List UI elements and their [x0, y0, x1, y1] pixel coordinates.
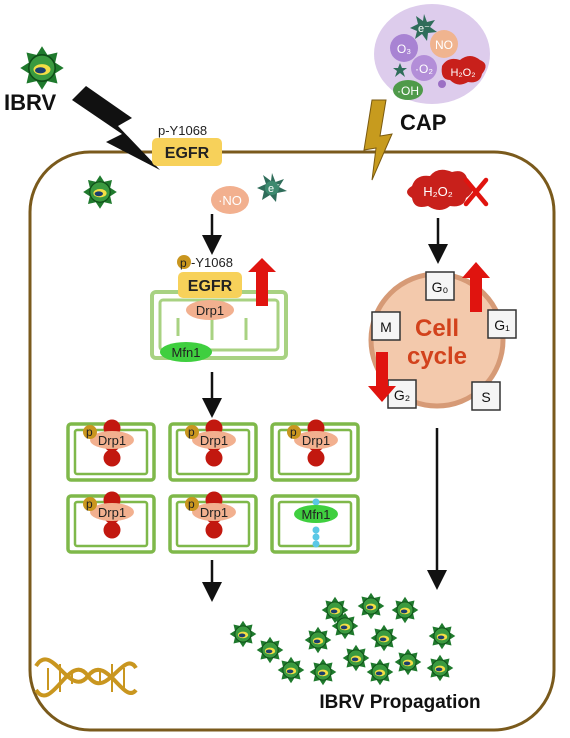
- mito-fission-4: [66, 491, 156, 554]
- phase-g2-box: [387, 379, 417, 409]
- cap-species-group: e⁻ O₃ NO ·O₂ H₂O₂ ·OH: [390, 14, 486, 100]
- p-label-5: p: [188, 497, 195, 511]
- egfr-receptor-mid: [178, 272, 242, 298]
- virus-icon: [229, 620, 257, 648]
- virus-icon: [426, 654, 454, 682]
- increase-arrow-g0: [462, 262, 490, 312]
- virus-icon: [357, 592, 385, 620]
- cell-cycle-text-2: cycle: [407, 343, 467, 370]
- phase-m-box: [371, 311, 401, 341]
- cap-lightning-icon: [363, 99, 393, 181]
- p-label-mid: p: [180, 256, 187, 270]
- p-label-1: p: [86, 425, 93, 439]
- small-star-icon: [393, 63, 407, 77]
- virus-icon: [309, 658, 337, 686]
- mfn1-label-grid: Mfn1: [302, 507, 331, 522]
- virus-icon: [331, 612, 359, 640]
- ozone-bubble: [390, 34, 418, 62]
- virus-icon: [391, 596, 419, 624]
- cell-cycle-text-1: Cell: [415, 315, 459, 342]
- no-radical-label: ·NO: [218, 193, 242, 208]
- virus-icon: [304, 626, 332, 654]
- virus-icon: [277, 656, 305, 684]
- superoxide-label: ·O₂: [415, 62, 433, 76]
- no-radical-bubble: [211, 186, 249, 214]
- hydroxyl-label: ·OH: [397, 84, 419, 98]
- blocked-x-icon: [463, 177, 489, 207]
- egfr-label-mid: EGFR: [188, 278, 233, 295]
- phase-s-label: S: [481, 389, 490, 405]
- py1068-label-mid: -Y1068: [191, 255, 233, 270]
- drp1-label-central: Drp1: [196, 303, 224, 318]
- h2o2-cloud-cap: [441, 56, 486, 85]
- svg-text:e⁻: e⁻: [418, 23, 430, 35]
- superoxide-bubble: [411, 55, 437, 81]
- ibrv-virus-inside-icon: [82, 174, 118, 210]
- electron-icon: e⁻: [410, 14, 437, 41]
- virus-icon: [256, 636, 284, 664]
- propagation-label: IBRV Propagation: [319, 692, 480, 713]
- electron-icon-cell: e -: [257, 173, 287, 202]
- phase-g2-label: G₂: [394, 387, 410, 403]
- p-label-4: p: [86, 497, 93, 511]
- phase-s-box: [471, 381, 501, 411]
- mfn1-label-central: Mfn1: [172, 345, 201, 360]
- phase-m-label: M: [380, 319, 392, 335]
- mfn1-central: [160, 342, 212, 362]
- h2o2-label-cell: H₂O₂: [423, 184, 453, 199]
- phase-g1-box: [487, 309, 517, 339]
- drp1-central: [186, 300, 234, 320]
- p-label-3: p: [290, 425, 297, 439]
- egfr-receptor-top: [152, 138, 222, 166]
- egfr-label-top: EGFR: [165, 145, 210, 162]
- dna-helix-icon: [34, 657, 138, 698]
- no-label: NO: [435, 38, 453, 52]
- drp1-label-1: Drp1: [98, 433, 126, 448]
- virus-icon: [370, 624, 398, 652]
- decrease-arrow-g2: [368, 352, 396, 402]
- phase-g0-box: [425, 271, 455, 301]
- virus-icon: [366, 658, 394, 686]
- svg-text:e: e: [268, 183, 274, 195]
- cap-label: CAP: [400, 110, 446, 135]
- virus-icon: [394, 648, 422, 676]
- phospho-mid-icon: [177, 255, 191, 269]
- mito-fission-2: [168, 419, 258, 482]
- ibrv-virus-outside-icon: [19, 45, 65, 91]
- drp1-label-2: Drp1: [200, 433, 228, 448]
- phase-g0-label: G₀: [432, 279, 449, 295]
- mito-fission-3: [270, 419, 360, 482]
- ibrv-lightning-icon: [72, 86, 160, 170]
- p-label-2: p: [188, 425, 195, 439]
- h2o2-label-cap: H₂O₂: [450, 67, 475, 79]
- no-bubble: [430, 30, 458, 58]
- hydroxyl-bubble: [393, 80, 423, 100]
- h2o2-cloud-cell: [407, 169, 473, 210]
- small-bubble: [438, 80, 446, 88]
- drp1-label-4: Drp1: [98, 505, 126, 520]
- ozone-label: O₃: [397, 42, 411, 56]
- mito-fusion-6: [270, 494, 360, 554]
- ibrv-label: IBRV: [4, 90, 56, 115]
- svg-text:-: -: [277, 180, 280, 189]
- py1068-label-top: p-Y1068: [158, 123, 207, 138]
- virus-icon: [342, 644, 370, 672]
- mito-grid: p Drp1 p Drp1 p Drp1 p Drp1: [66, 419, 360, 554]
- drp1-label-3: Drp1: [302, 433, 330, 448]
- mito-fission-1: [66, 419, 156, 482]
- virus-icon: [428, 622, 456, 650]
- drp1-label-5: Drp1: [200, 505, 228, 520]
- phase-g1-label: G₁: [494, 317, 510, 333]
- increase-arrow-egfr: [248, 258, 276, 306]
- mito-fission-5: [168, 491, 258, 554]
